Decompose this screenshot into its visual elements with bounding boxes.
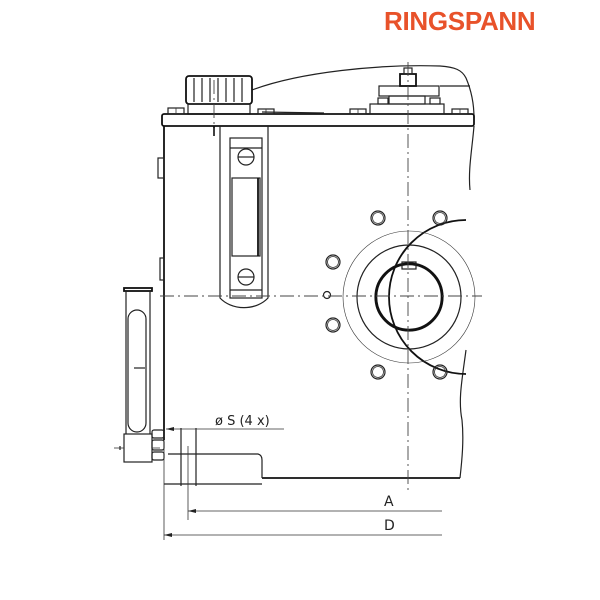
dimension-lines [163, 427, 442, 540]
hole-spec-label: ø S (4 x) [215, 414, 270, 429]
top-hood [251, 65, 475, 119]
filler-cap [185, 75, 253, 115]
foot-mounting [164, 428, 263, 520]
housing-body [157, 125, 475, 479]
dimension-a-label: A [384, 494, 394, 510]
top-mechanism [369, 67, 470, 115]
bolt-holes [322, 210, 448, 380]
flange [322, 210, 476, 380]
center-lines [160, 62, 482, 490]
oil-sight-glass [213, 126, 269, 309]
oil-level-gauge [114, 287, 165, 463]
dimension-d-label: D [384, 518, 395, 534]
top-cover-plate [161, 107, 475, 127]
ringspann-logo: RINGSPANN [384, 6, 536, 36]
